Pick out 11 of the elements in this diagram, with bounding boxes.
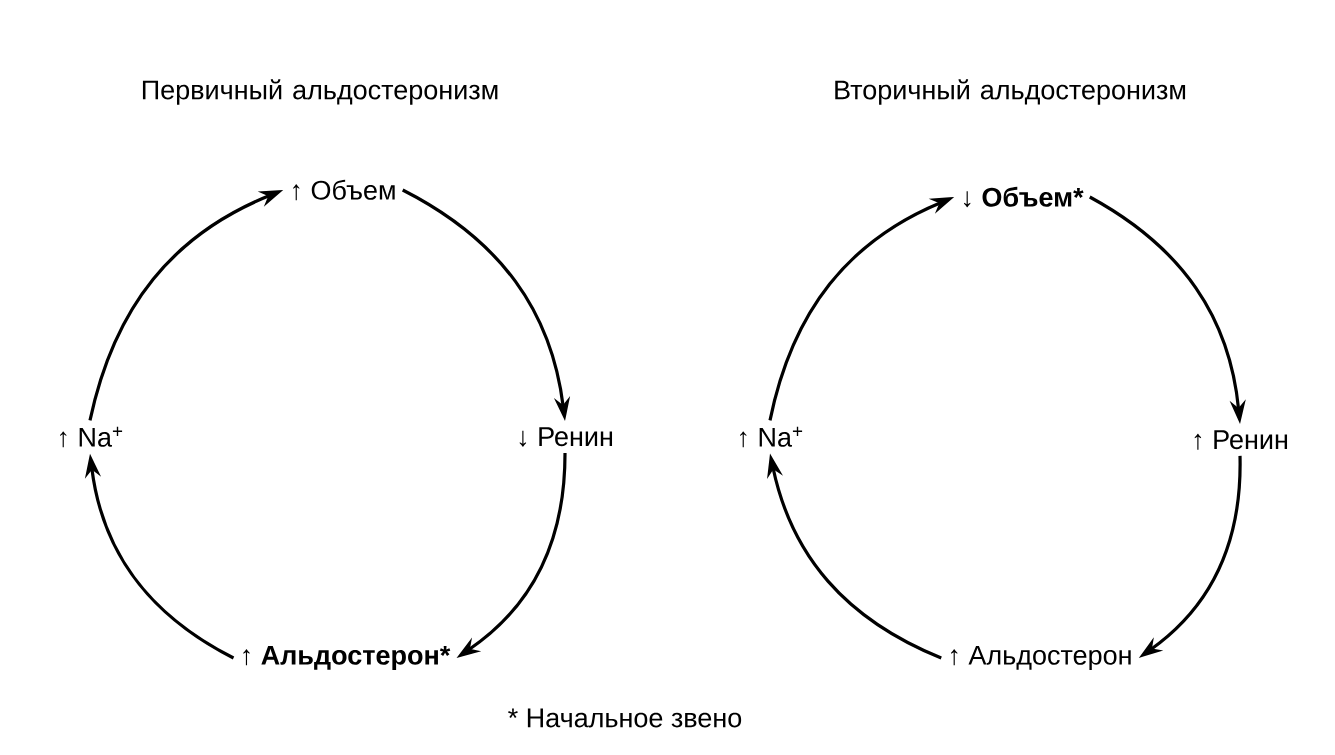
node-label: ↓ Объем* xyxy=(964,186,1084,208)
node-label: ↑ Na$^{+}$ xyxy=(740,426,803,448)
node-label: ↓ Ренин xyxy=(519,427,612,447)
footnote: * Начальное звено xyxy=(508,708,742,728)
heading: Первичный альдостеронизм xyxy=(142,79,498,105)
heading: Вторичный альдостеронизм xyxy=(835,79,1186,105)
node-label: ↑ Альдостерон* xyxy=(243,645,451,671)
node-label: ↑ Альдостерон xyxy=(951,645,1131,671)
node-label: ↑ Na$^{+}$ xyxy=(60,426,123,448)
node-label: ↑ Ренин xyxy=(1194,430,1288,450)
node-label: ↑ Объем xyxy=(293,179,395,201)
